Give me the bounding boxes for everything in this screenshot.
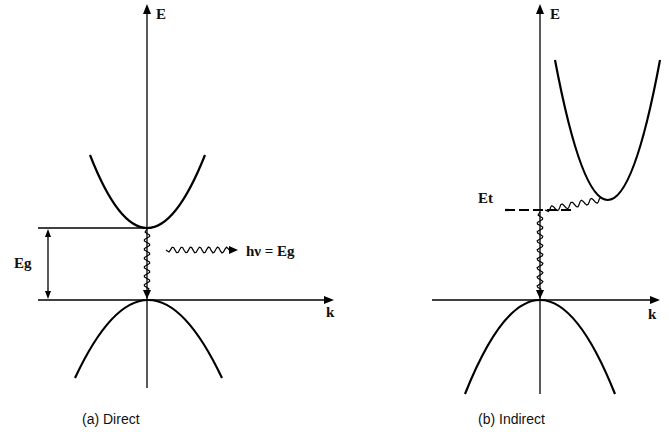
axis-arrowhead (536, 4, 544, 14)
axis-label: k (648, 306, 656, 323)
axis-arrowhead (650, 296, 660, 304)
gap-level-line (38, 299, 145, 300)
trap-level-label: Et (478, 190, 493, 207)
recombination-wave (537, 212, 543, 292)
energy-axis (146, 12, 147, 388)
recombination-wave (144, 229, 149, 292)
valence-band (75, 300, 222, 378)
photon-energy-label: hν = Eg (246, 243, 295, 260)
conduction-band (90, 155, 205, 228)
panel-caption: (a) Direct (82, 412, 140, 427)
recombination-wave-head (536, 290, 544, 299)
axis-arrowhead (143, 4, 151, 14)
photon-wave (166, 247, 231, 253)
conduction-band (555, 60, 660, 200)
axis-label: k (326, 304, 334, 321)
axis-label: E (550, 6, 560, 23)
axis-arrowhead (324, 296, 334, 304)
valence-band (465, 300, 615, 394)
axis-label: E (156, 6, 166, 23)
capture-wave (545, 197, 604, 211)
energy-axis (539, 12, 540, 394)
panel-caption: (b) Indirect (478, 412, 545, 427)
dimension-arrowhead (45, 229, 51, 237)
gap-level-line (38, 227, 145, 228)
photon-wave-head (229, 246, 238, 254)
recombination-wave-head (143, 290, 151, 299)
band-gap-label: Eg (14, 255, 32, 272)
k-axis (147, 299, 326, 300)
trap-level (505, 209, 575, 211)
dimension-arrowhead (45, 291, 51, 299)
gap-dimension-line (47, 232, 48, 296)
